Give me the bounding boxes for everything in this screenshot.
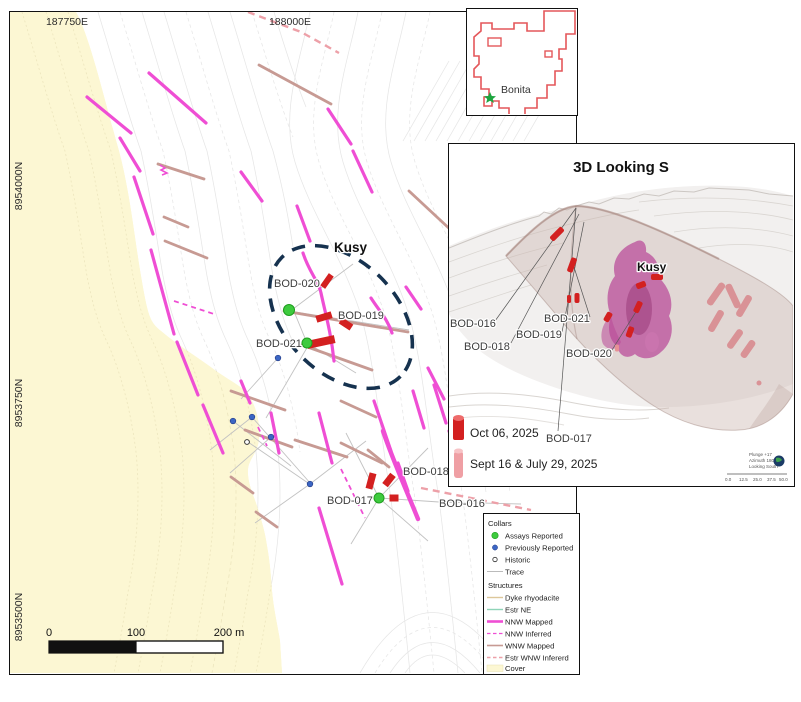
magenta-scribble: [159, 164, 169, 176]
inset-canvas: Bonita: [473, 10, 576, 114]
kusy-label: Kusy: [334, 240, 368, 255]
legend-canvas: Collars Assays Reported Previously Repor…: [486, 519, 573, 673]
hole-label: BOD-021: [256, 338, 302, 350]
scale-tick-3d: 0.0: [725, 477, 732, 482]
hole-label-3d: BOD-021: [544, 313, 590, 325]
collars: [229, 304, 385, 504]
previous-collar: [229, 417, 237, 425]
map-labels: BOD-020 BOD-019 BOD-021 BOD-018 BOD-017 …: [13, 16, 486, 641]
scale-tick: 200 m: [214, 627, 245, 639]
property-outline-hole: [544, 50, 553, 58]
hole-label-3d: BOD-017: [546, 433, 592, 445]
panel-3d: BOD-016 BOD-018 BOD-019 BOD-021 BOD-020 …: [448, 143, 795, 487]
estr-wnw-inferred-lines: [247, 12, 532, 512]
view-info-3d: Plunge +17 Azimuth 180 Looking South 0.0…: [725, 452, 788, 482]
legend: Collars Assays Reported Previously Repor…: [483, 513, 580, 675]
hole-label-3d: BOD-016: [450, 318, 496, 330]
property-outline-hole: [487, 37, 502, 47]
legend-item-label: NNW Inferred: [505, 630, 551, 639]
view-info-line: Azimuth 180: [749, 458, 775, 463]
location-star-icon: [484, 92, 496, 103]
kusy-outline-ellipse: [267, 243, 415, 391]
northing-label: 8953500N: [13, 593, 25, 641]
assay-collar: [283, 304, 295, 316]
property-outline: [473, 10, 576, 114]
legend-item-label: Previously Reported: [505, 544, 573, 553]
scale-tick-3d: 12.5: [739, 477, 748, 482]
legend-3d-label: Sept 16 & July 29, 2025: [470, 457, 598, 471]
main-map-canvas: BOD-020 BOD-019 BOD-021 BOD-018 BOD-017 …: [10, 12, 575, 673]
hole-label: BOD-020: [274, 278, 320, 290]
historic-cylinders-3d: [706, 282, 762, 386]
scale-tick-3d: 50.0: [779, 477, 788, 482]
location-inset: Bonita: [466, 8, 578, 116]
scale-tick: 0: [46, 627, 52, 639]
scale-tick: 100: [127, 627, 145, 639]
kusy-label-3d: Kusy: [637, 260, 667, 274]
previous-collar: [248, 413, 256, 421]
scale-tick-3d: 37.5: [767, 477, 776, 482]
previous-collar: [306, 480, 314, 488]
view-info-line: Looking South: [749, 464, 778, 469]
panel-3d-title: 3D Looking S: [573, 159, 669, 176]
drill-cylinders-3d: [550, 227, 663, 352]
legend-item-label: Estr WNW Infererd: [505, 654, 569, 663]
hole-label: BOD-017: [327, 495, 373, 507]
northing-label: 8954000N: [13, 162, 25, 210]
legend-item-label: Estr NE: [505, 606, 531, 615]
legend-structures-title: Structures: [488, 581, 523, 590]
nnw-inferred-lines: [173, 300, 366, 519]
panel-3d-legend: Oct 06, 2025 Sept 16 & July 29, 2025: [453, 415, 598, 478]
historic-collar: [244, 439, 250, 445]
labels-3d: BOD-016 BOD-018 BOD-019 BOD-021 BOD-020 …: [449, 159, 669, 446]
legend-item-label: Historic: [505, 556, 531, 565]
easting-label: 188000E: [269, 16, 311, 28]
northing-label: 8953750N: [13, 379, 25, 427]
legend-item-label: Cover: [505, 664, 526, 673]
legend-item-label: Dyke rhyodacite: [505, 594, 559, 603]
hole-label-3d: BOD-018: [464, 341, 510, 353]
view-info-line: Plunge +17: [749, 452, 772, 457]
legend-collars-title: Collars: [488, 519, 512, 528]
assay-collar: [373, 492, 385, 504]
assay-collar: [301, 337, 313, 349]
hole-label: BOD-018: [403, 466, 449, 478]
legend-3d-label: Oct 06, 2025: [470, 426, 539, 440]
previous-collar: [267, 433, 275, 441]
panel-3d-canvas: BOD-016 BOD-018 BOD-019 BOD-021 BOD-020 …: [449, 159, 793, 482]
scale-bar: 0 100 200 m: [46, 627, 245, 654]
hole-label-3d: BOD-019: [516, 329, 562, 341]
wnw-mapped-lines: [156, 63, 455, 529]
easting-label: 187750E: [46, 16, 88, 28]
hole-label-3d: BOD-020: [566, 348, 612, 360]
hole-label: BOD-019: [338, 310, 384, 322]
legend-item-label: Trace: [505, 568, 524, 577]
legend-previous-icon: [492, 544, 498, 551]
legend-cover-icon: [486, 664, 504, 672]
legend-historic-icon: [492, 556, 498, 563]
hole-label: BOD-016: [439, 498, 485, 510]
legend-item-label: WNW Mapped: [505, 642, 554, 651]
previous-collar: [274, 354, 282, 362]
globe-land: [776, 457, 782, 463]
legend-item-label: NNW Mapped: [505, 618, 553, 627]
scale-tick-3d: 25.0: [753, 477, 762, 482]
inset-label: Bonita: [501, 84, 531, 96]
legend-item-label: Assays Reported: [505, 532, 563, 541]
leader-lines-3d: [494, 207, 640, 432]
legend-assay-icon: [491, 531, 499, 539]
drill-bars: [306, 273, 399, 502]
